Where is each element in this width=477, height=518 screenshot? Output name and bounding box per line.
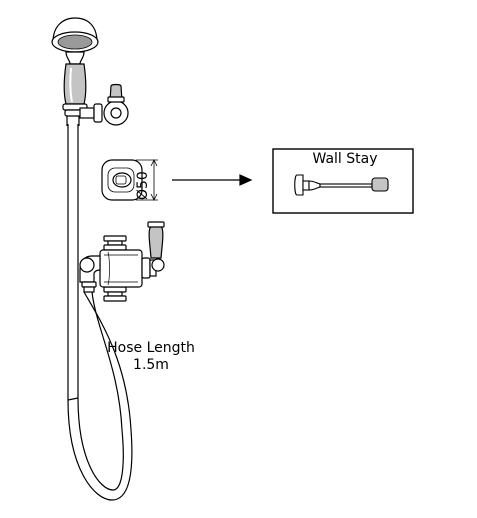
diameter-dimension [136, 159, 158, 201]
hose-length-value: 1.5m [133, 357, 169, 373]
wall-stay-icon [294, 174, 389, 196]
hose-length-label: Hose Length [107, 340, 195, 356]
pointer-arrow [172, 174, 253, 186]
slide-bracket-icon [79, 83, 129, 126]
riser-rail [66, 116, 80, 126]
flexible-hose [67, 124, 133, 501]
wall-flange-icon [101, 159, 143, 201]
shower-handset-icon [51, 17, 99, 117]
diameter-label: Ø50 [135, 171, 151, 200]
wall-stay-title: Wall Stay [313, 151, 378, 167]
thermostatic-valve-icon [79, 221, 165, 302]
